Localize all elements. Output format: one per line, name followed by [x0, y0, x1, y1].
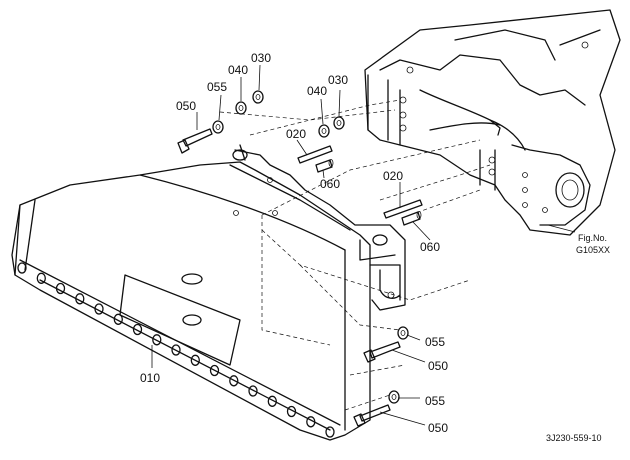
bolt-hole — [152, 334, 162, 346]
label-060-upper: 060 — [320, 177, 340, 191]
label-030-upper: 030 — [251, 51, 271, 65]
bolt-hole — [75, 293, 85, 305]
label-020-upper: 020 — [286, 127, 306, 141]
bolt-050-mid — [363, 341, 401, 363]
bolt-hole-row — [17, 262, 335, 438]
nut-040-upper — [235, 101, 247, 115]
document-code: 3J230-559-10 — [546, 433, 602, 443]
frame-assembly — [364, 9, 621, 236]
fig-number-label: Fig.No. — [578, 233, 607, 243]
label-040-upper: 040 — [228, 63, 248, 77]
label-050-upper: 050 — [176, 99, 196, 113]
bolt-hole — [325, 426, 335, 438]
bolt-hole — [286, 405, 297, 418]
washer-055-lower — [388, 390, 400, 404]
washer-055-mid — [397, 326, 409, 340]
bolt-hole — [248, 385, 258, 397]
bolt-050-lower — [353, 404, 391, 427]
bolt-hole — [113, 313, 123, 325]
bolt-hole — [171, 344, 181, 356]
fig-number-value: G105XX — [576, 245, 610, 255]
label-055-upper: 055 — [207, 80, 227, 94]
bolt-050-upper — [177, 128, 213, 154]
alignment-lines — [219, 99, 491, 411]
front-weight-bracket — [11, 144, 406, 441]
part-labels: 050 055 040 030 040 030 020 060 020 060 … — [140, 51, 448, 435]
nut-040-lower — [318, 124, 330, 138]
label-050-lower: 050 — [428, 421, 448, 435]
leader-lines — [151, 64, 576, 426]
label-055-lower: 055 — [425, 394, 445, 408]
bolt-hole — [36, 272, 46, 284]
bolt-hole — [229, 375, 239, 387]
label-010: 010 — [140, 371, 160, 385]
bolt-hole — [94, 303, 104, 315]
label-030-lower: 030 — [328, 73, 348, 87]
bolt-hole — [267, 395, 277, 407]
pin-060-lower — [401, 211, 422, 226]
stud-020-lower — [383, 199, 423, 219]
bolt-hole — [209, 364, 220, 377]
bolt-hole — [55, 282, 66, 295]
bolt-hole — [17, 262, 27, 274]
bolt-hole — [190, 354, 200, 366]
bolt-hole — [132, 323, 143, 336]
washer-030-upper — [252, 90, 264, 104]
washer-030-lower — [333, 116, 345, 130]
label-060-lower: 060 — [420, 240, 440, 254]
label-050-mid: 050 — [428, 359, 448, 373]
label-040-lower: 040 — [307, 84, 327, 98]
label-055-mid: 055 — [425, 335, 445, 349]
washer-055-upper — [212, 120, 224, 134]
label-020-lower: 020 — [383, 169, 403, 183]
stud-020-upper — [297, 145, 333, 164]
bolt-hole — [306, 416, 316, 428]
pin-060-upper — [315, 159, 334, 173]
